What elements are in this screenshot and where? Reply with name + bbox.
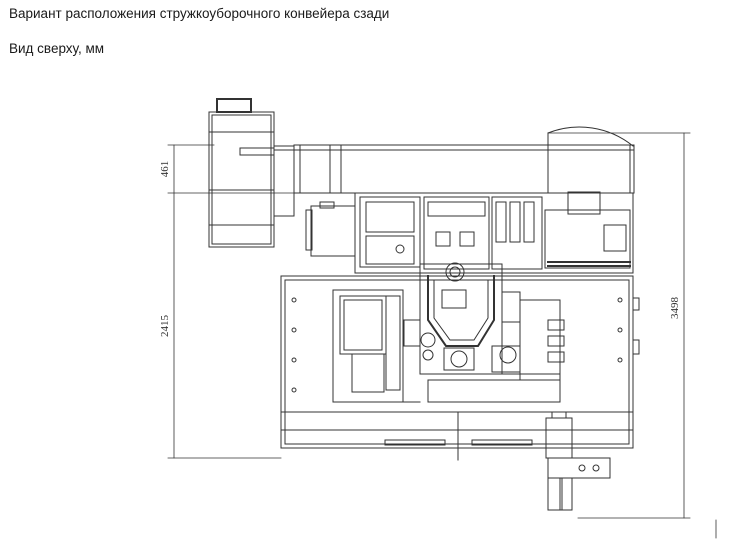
- right-cabinet: [427, 299, 565, 403]
- view-subtitle: Вид сверху, мм: [9, 41, 105, 56]
- dim-label-2415: 2415: [159, 315, 171, 338]
- machine-base: [280, 275, 640, 461]
- page-title: Вариант расположения стружкоуборочного к…: [9, 6, 390, 21]
- left-cabinet: [332, 289, 421, 403]
- rear-equipment: [305, 191, 634, 274]
- chip-conveyor: [208, 98, 635, 248]
- dim-label-461: 461: [159, 161, 171, 178]
- operator-panel: [545, 411, 611, 511]
- dim-label-3498: 3498: [669, 297, 681, 320]
- dimension-lines: [167, 132, 717, 539]
